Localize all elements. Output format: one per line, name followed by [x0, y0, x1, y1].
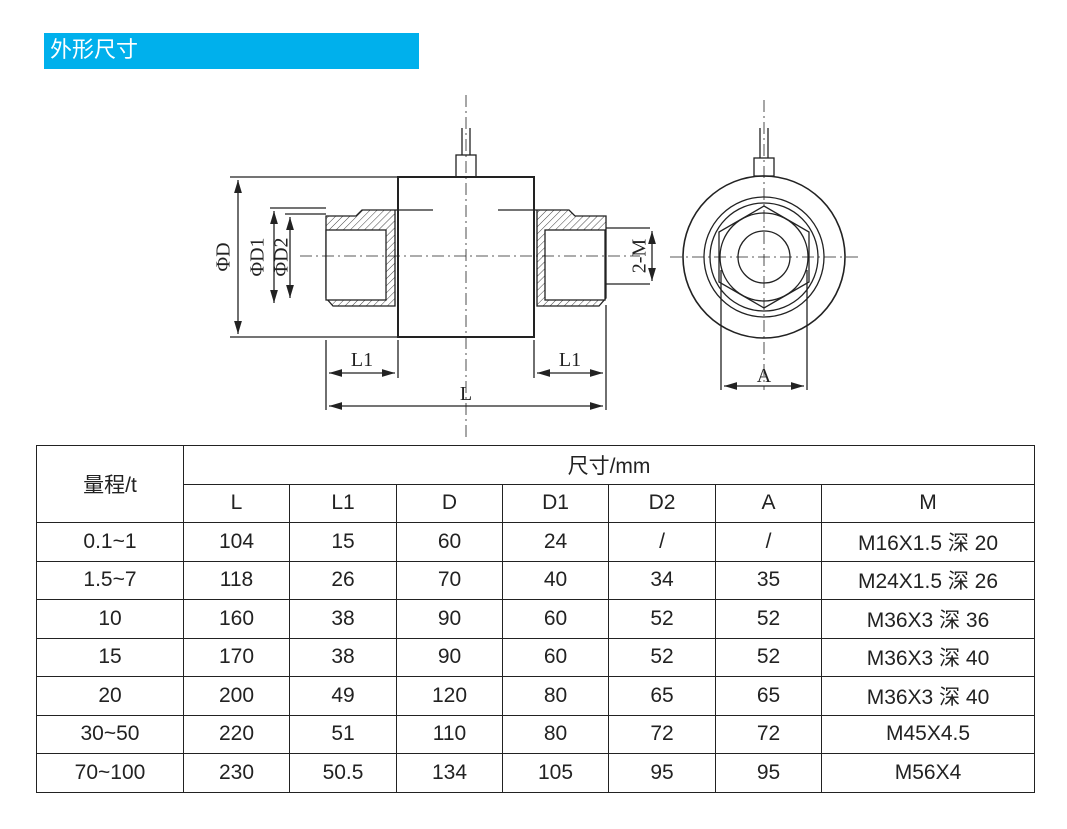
table-cell: M56X4 — [821, 753, 1035, 793]
column-header: L — [183, 483, 290, 523]
table-cell: 49 — [289, 676, 397, 716]
column-header: D — [396, 483, 503, 523]
dims-header: 尺寸/mm — [183, 445, 1035, 485]
table-cell: 15 — [36, 637, 184, 677]
table-cell: 80 — [502, 676, 609, 716]
section-title: 外形尺寸 — [44, 33, 419, 69]
table-cell: 118 — [183, 560, 290, 600]
table-cell: 40 — [502, 560, 609, 600]
table-cell: 105 — [502, 753, 609, 793]
table-cell: 50.5 — [289, 753, 397, 793]
column-header: L1 — [289, 483, 397, 523]
column-header: D2 — [608, 483, 716, 523]
table-cell: M36X3 深 40 — [821, 676, 1035, 716]
table-cell: 15 — [289, 522, 397, 562]
table-cell: 52 — [608, 599, 716, 639]
table-cell: 34 — [608, 560, 716, 600]
table-cell: 52 — [715, 637, 822, 677]
table-cell: 134 — [396, 753, 503, 793]
table-cell: 70 — [396, 560, 503, 600]
table-cell: M45X4.5 — [821, 714, 1035, 754]
range-header: 量程/t — [36, 445, 184, 523]
table-cell: 26 — [289, 560, 397, 600]
table-cell: 72 — [715, 714, 822, 754]
table-cell: M16X1.5 深 20 — [821, 522, 1035, 562]
label-a: A — [757, 365, 772, 387]
label-phi-d2: ΦD2 — [271, 237, 293, 276]
table-cell: 80 — [502, 714, 609, 754]
table-cell: 52 — [608, 637, 716, 677]
table-cell: 65 — [715, 676, 822, 716]
table-cell: 60 — [396, 522, 503, 562]
table-cell: 90 — [396, 637, 503, 677]
table-cell: 20 — [36, 676, 184, 716]
label-l: L — [460, 383, 472, 405]
table-cell: 95 — [715, 753, 822, 793]
table-cell: 38 — [289, 637, 397, 677]
table-cell: / — [715, 522, 822, 562]
table-cell: / — [608, 522, 716, 562]
column-header: D1 — [502, 483, 609, 523]
table-cell: 90 — [396, 599, 503, 639]
side-view — [230, 95, 656, 440]
table-cell: 72 — [608, 714, 716, 754]
dimension-drawing: ΦD ΦD1 ΦD2 2-M L1 L1 L A — [213, 95, 860, 440]
end-view — [670, 100, 860, 390]
table-cell: M36X3 深 40 — [821, 637, 1035, 677]
table-cell: 200 — [183, 676, 290, 716]
table-cell: M24X1.5 深 26 — [821, 560, 1035, 600]
label-l1-left: L1 — [351, 349, 373, 371]
column-header: M — [821, 483, 1035, 523]
table-cell: 35 — [715, 560, 822, 600]
table-cell: 170 — [183, 637, 290, 677]
label-l1-right: L1 — [559, 349, 581, 371]
table-cell: 24 — [502, 522, 609, 562]
table-cell: 1.5~7 — [36, 560, 184, 600]
table-cell: 220 — [183, 714, 290, 754]
table-cell: 104 — [183, 522, 290, 562]
label-phi-d: ΦD — [213, 242, 235, 271]
table-cell: 51 — [289, 714, 397, 754]
table-cell: 0.1~1 — [36, 522, 184, 562]
label-m: 2-M — [629, 239, 651, 274]
table-cell: 38 — [289, 599, 397, 639]
table-cell: 52 — [715, 599, 822, 639]
table-cell: M36X3 深 36 — [821, 599, 1035, 639]
table-cell: 10 — [36, 599, 184, 639]
table-cell: 60 — [502, 599, 609, 639]
table-cell: 65 — [608, 676, 716, 716]
table-cell: 95 — [608, 753, 716, 793]
table-cell: 70~100 — [36, 753, 184, 793]
table-cell: 60 — [502, 637, 609, 677]
column-header: A — [715, 483, 822, 523]
table-cell: 110 — [396, 714, 503, 754]
table-cell: 120 — [396, 676, 503, 716]
label-phi-d1: ΦD1 — [247, 237, 269, 276]
table-cell: 230 — [183, 753, 290, 793]
table-cell: 30~50 — [36, 714, 184, 754]
table-cell: 160 — [183, 599, 290, 639]
